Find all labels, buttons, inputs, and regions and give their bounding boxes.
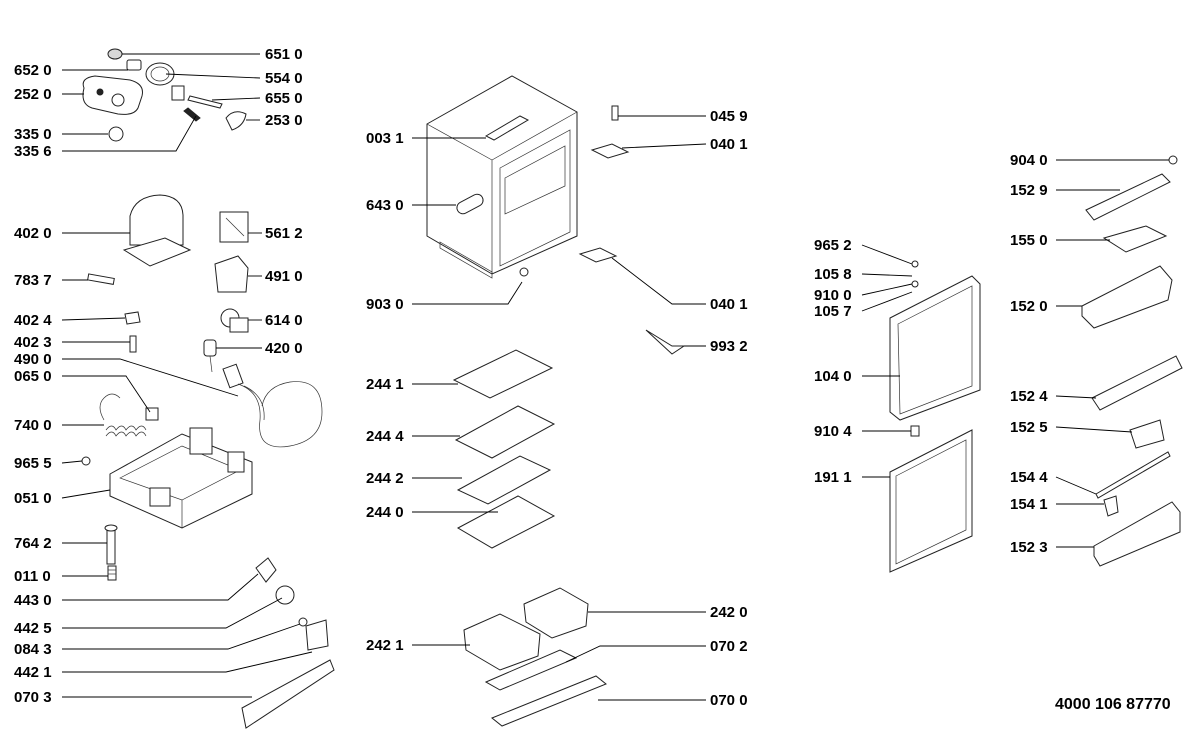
- part-label: 783 7: [14, 272, 52, 289]
- door-gasket: [889, 429, 973, 573]
- part-label: 051 0: [14, 490, 52, 507]
- part-label: 904 0: [1010, 152, 1048, 169]
- part-label: 335 0: [14, 126, 52, 143]
- part-label: 003 1: [366, 130, 404, 147]
- part-label: 614 0: [265, 312, 303, 329]
- part-label: 191 1: [814, 469, 852, 486]
- part-label: 402 0: [14, 225, 52, 242]
- part-label: 154 1: [1010, 496, 1048, 513]
- thermostat-assembly: [82, 48, 247, 142]
- part-label: 040 1: [710, 136, 748, 153]
- part-label: 335 6: [14, 143, 52, 160]
- crispers: [463, 587, 607, 727]
- part-label: 554 0: [265, 70, 303, 87]
- part-label: 152 0: [1010, 298, 1048, 315]
- part-label: 443 0: [14, 592, 52, 609]
- part-label: 152 3: [1010, 539, 1048, 556]
- part-label: 154 4: [1010, 469, 1048, 486]
- power-cord: [222, 363, 323, 448]
- part-label: 084 3: [14, 641, 52, 658]
- part-label: 242 0: [710, 604, 748, 621]
- document-number: 4000 106 87770: [1055, 696, 1171, 713]
- part-label: 993 2: [710, 338, 748, 355]
- part-label: 152 9: [1010, 182, 1048, 199]
- cabinet: [426, 75, 578, 279]
- part-label: 070 2: [710, 638, 748, 655]
- part-label: 065 0: [14, 368, 52, 385]
- part-label: 910 0: [814, 287, 852, 304]
- part-label: 402 3: [14, 334, 52, 351]
- part-label: 244 4: [366, 428, 404, 445]
- part-label: 242 1: [366, 637, 404, 654]
- part-label: 152 5: [1010, 419, 1048, 436]
- part-label: 070 0: [710, 692, 748, 709]
- part-label: 402 4: [14, 312, 52, 329]
- part-label: 155 0: [1010, 232, 1048, 249]
- leader-lines: [61, 53, 1169, 701]
- part-label: 253 0: [265, 112, 303, 129]
- part-label: 903 0: [366, 296, 404, 313]
- part-label: 011 0: [14, 568, 51, 585]
- compressor: [87, 194, 192, 285]
- part-label: 105 7: [814, 303, 852, 320]
- part-label: 045 9: [710, 108, 748, 125]
- part-label: 442 5: [14, 620, 52, 637]
- relay-and-starter: [124, 211, 249, 373]
- part-labels: 651 0 652 0 554 0 252 0 655 0 253 0 335 …: [14, 46, 1171, 713]
- shelves: [452, 349, 556, 549]
- feet-and-screws: [104, 524, 118, 581]
- hinges: [578, 105, 686, 355]
- part-label: 651 0: [265, 46, 303, 63]
- part-label: 643 0: [366, 197, 404, 214]
- part-label: 040 1: [710, 296, 748, 313]
- part-label: 491 0: [265, 268, 303, 285]
- part-label: 070 3: [14, 689, 52, 706]
- part-label: 764 2: [14, 535, 52, 552]
- part-label: 490 0: [14, 351, 52, 368]
- part-label: 652 0: [14, 62, 52, 79]
- part-label: 105 8: [814, 266, 852, 283]
- part-label: 442 1: [14, 664, 52, 681]
- thermostat-knob-parts: [255, 557, 329, 651]
- part-label: 244 0: [366, 504, 404, 521]
- part-label: 965 5: [14, 455, 52, 472]
- part-label: 965 2: [814, 237, 852, 254]
- door: [889, 260, 981, 437]
- part-label: 244 1: [366, 376, 404, 393]
- part-label: 561 2: [265, 225, 303, 242]
- part-label: 152 4: [1010, 388, 1048, 405]
- door-bins: [1081, 155, 1183, 567]
- base-tray: [109, 427, 253, 529]
- part-label: 104 0: [814, 368, 852, 385]
- part-label: 420 0: [265, 340, 303, 357]
- part-label: 252 0: [14, 86, 52, 103]
- kick-plate-left: [241, 659, 335, 729]
- part-label: 655 0: [265, 90, 303, 107]
- part-label: 740 0: [14, 417, 52, 434]
- part-label: 910 4: [814, 423, 852, 440]
- part-label: 244 2: [366, 470, 404, 487]
